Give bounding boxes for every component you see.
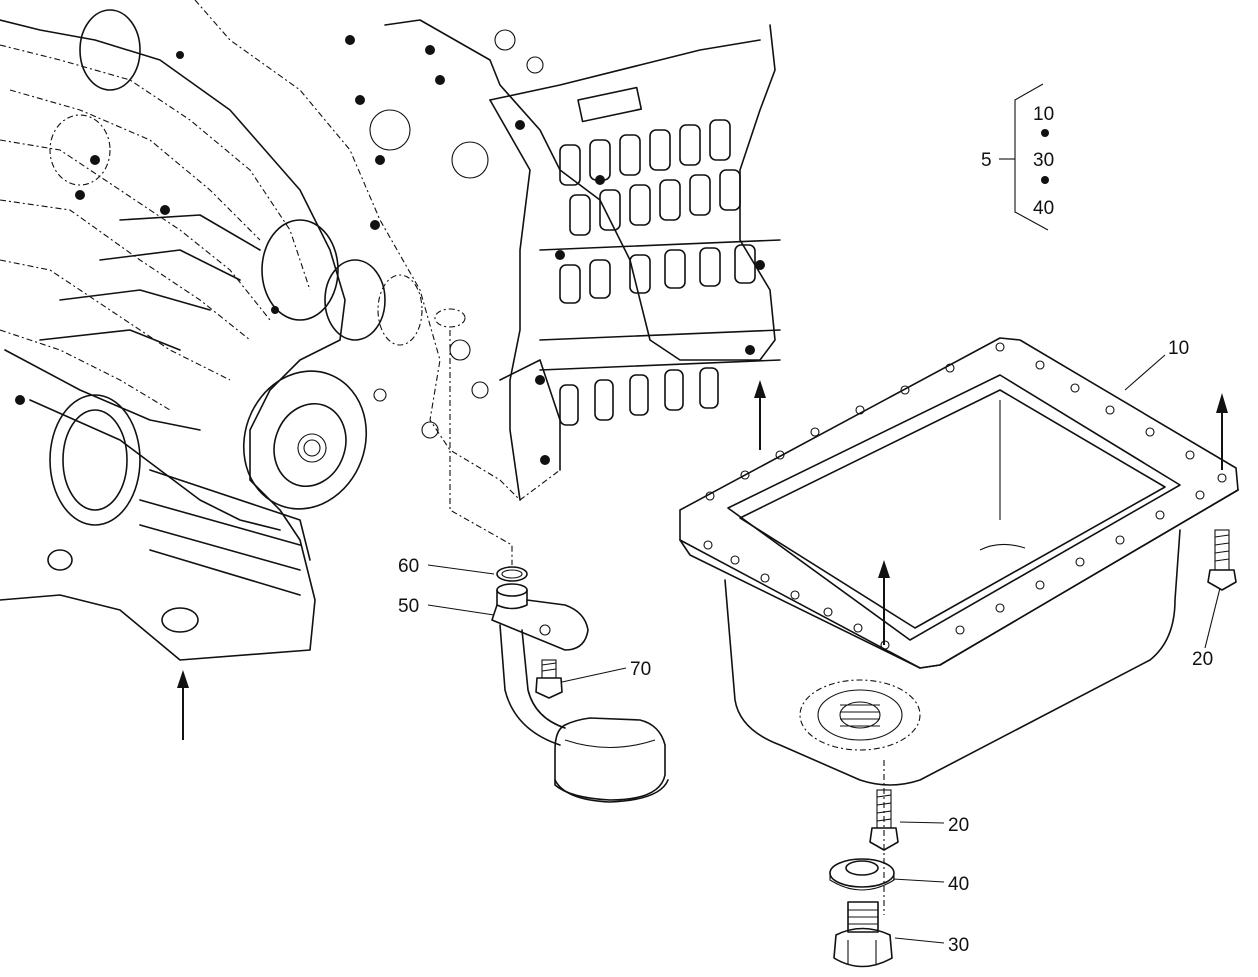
assembly-arrow-left bbox=[177, 670, 189, 740]
pan-bolt-right bbox=[1207, 529, 1237, 591]
pan-flange-bolt-holes bbox=[703, 342, 1227, 650]
callout-60: 60 bbox=[398, 556, 419, 577]
callout-40: 40 bbox=[948, 874, 969, 895]
cylinder-block-center bbox=[194, 0, 781, 501]
kit-item-10: 10 bbox=[1033, 104, 1054, 125]
oil-pickup-tube bbox=[491, 566, 669, 803]
pickup-o-ring bbox=[496, 566, 528, 582]
assembly-arrow-right bbox=[1216, 393, 1228, 470]
leader-lines bbox=[427, 354, 1221, 944]
engine-block-left bbox=[0, 9, 423, 661]
callout-20-bottom: 20 bbox=[948, 815, 969, 836]
assembly-arrow-pan bbox=[878, 560, 890, 645]
pickup-bolt bbox=[535, 659, 563, 699]
kit-item-40: 40 bbox=[1033, 198, 1054, 219]
pan-bolt-bottom bbox=[869, 789, 899, 851]
pickup-port-outline bbox=[434, 308, 466, 328]
oil-pan bbox=[679, 337, 1239, 786]
block-rib-grid bbox=[559, 119, 756, 426]
callout-10: 10 bbox=[1168, 338, 1189, 359]
pickup-assembly-line bbox=[449, 330, 513, 565]
kit-item-30: 30 bbox=[1033, 150, 1054, 171]
callout-70: 70 bbox=[630, 659, 651, 680]
kit-bracket bbox=[999, 83, 1049, 231]
drain-plug-washer bbox=[829, 858, 895, 891]
callout-30: 30 bbox=[948, 935, 969, 956]
callout-50: 50 bbox=[398, 596, 419, 617]
assembly-arrow-center bbox=[754, 380, 766, 450]
drain-plug bbox=[833, 901, 893, 968]
kit-number: 5 bbox=[981, 150, 992, 171]
callout-20-right: 20 bbox=[1192, 649, 1213, 670]
